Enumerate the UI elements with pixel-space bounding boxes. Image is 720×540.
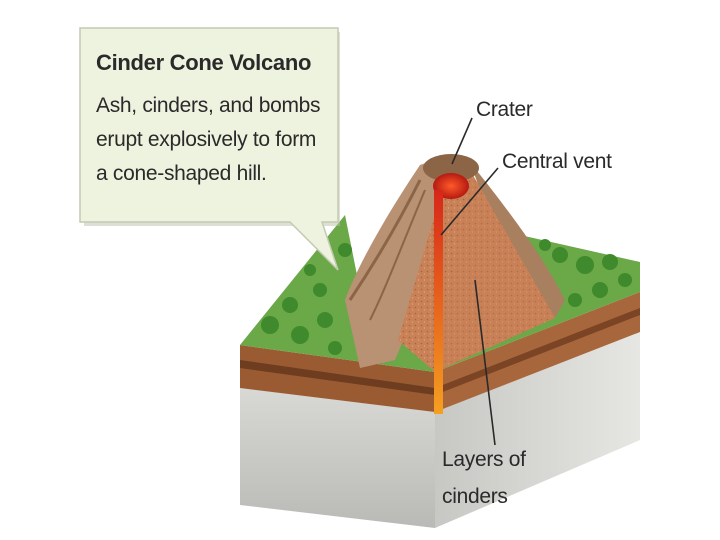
callout-line-2: erupt explosively to form <box>96 128 317 151</box>
callout-bubble <box>79 27 340 271</box>
callout-line-3: a cone-shaped hill. <box>96 162 267 185</box>
cone-outer-slope <box>345 158 565 368</box>
callout-line-1: Ash, cinders, and bombs <box>96 94 321 117</box>
callout-title: Cinder Cone Volcano <box>96 50 312 75</box>
label-layers-line-1: Layers of <box>442 448 526 471</box>
leader-lines <box>440 117 499 446</box>
rock-layer <box>240 330 640 528</box>
central-vent <box>434 190 443 414</box>
label-central-vent: Central vent <box>502 150 612 173</box>
label-crater: Crater <box>476 98 533 121</box>
label-layers-line-2: cinders <box>442 485 508 508</box>
